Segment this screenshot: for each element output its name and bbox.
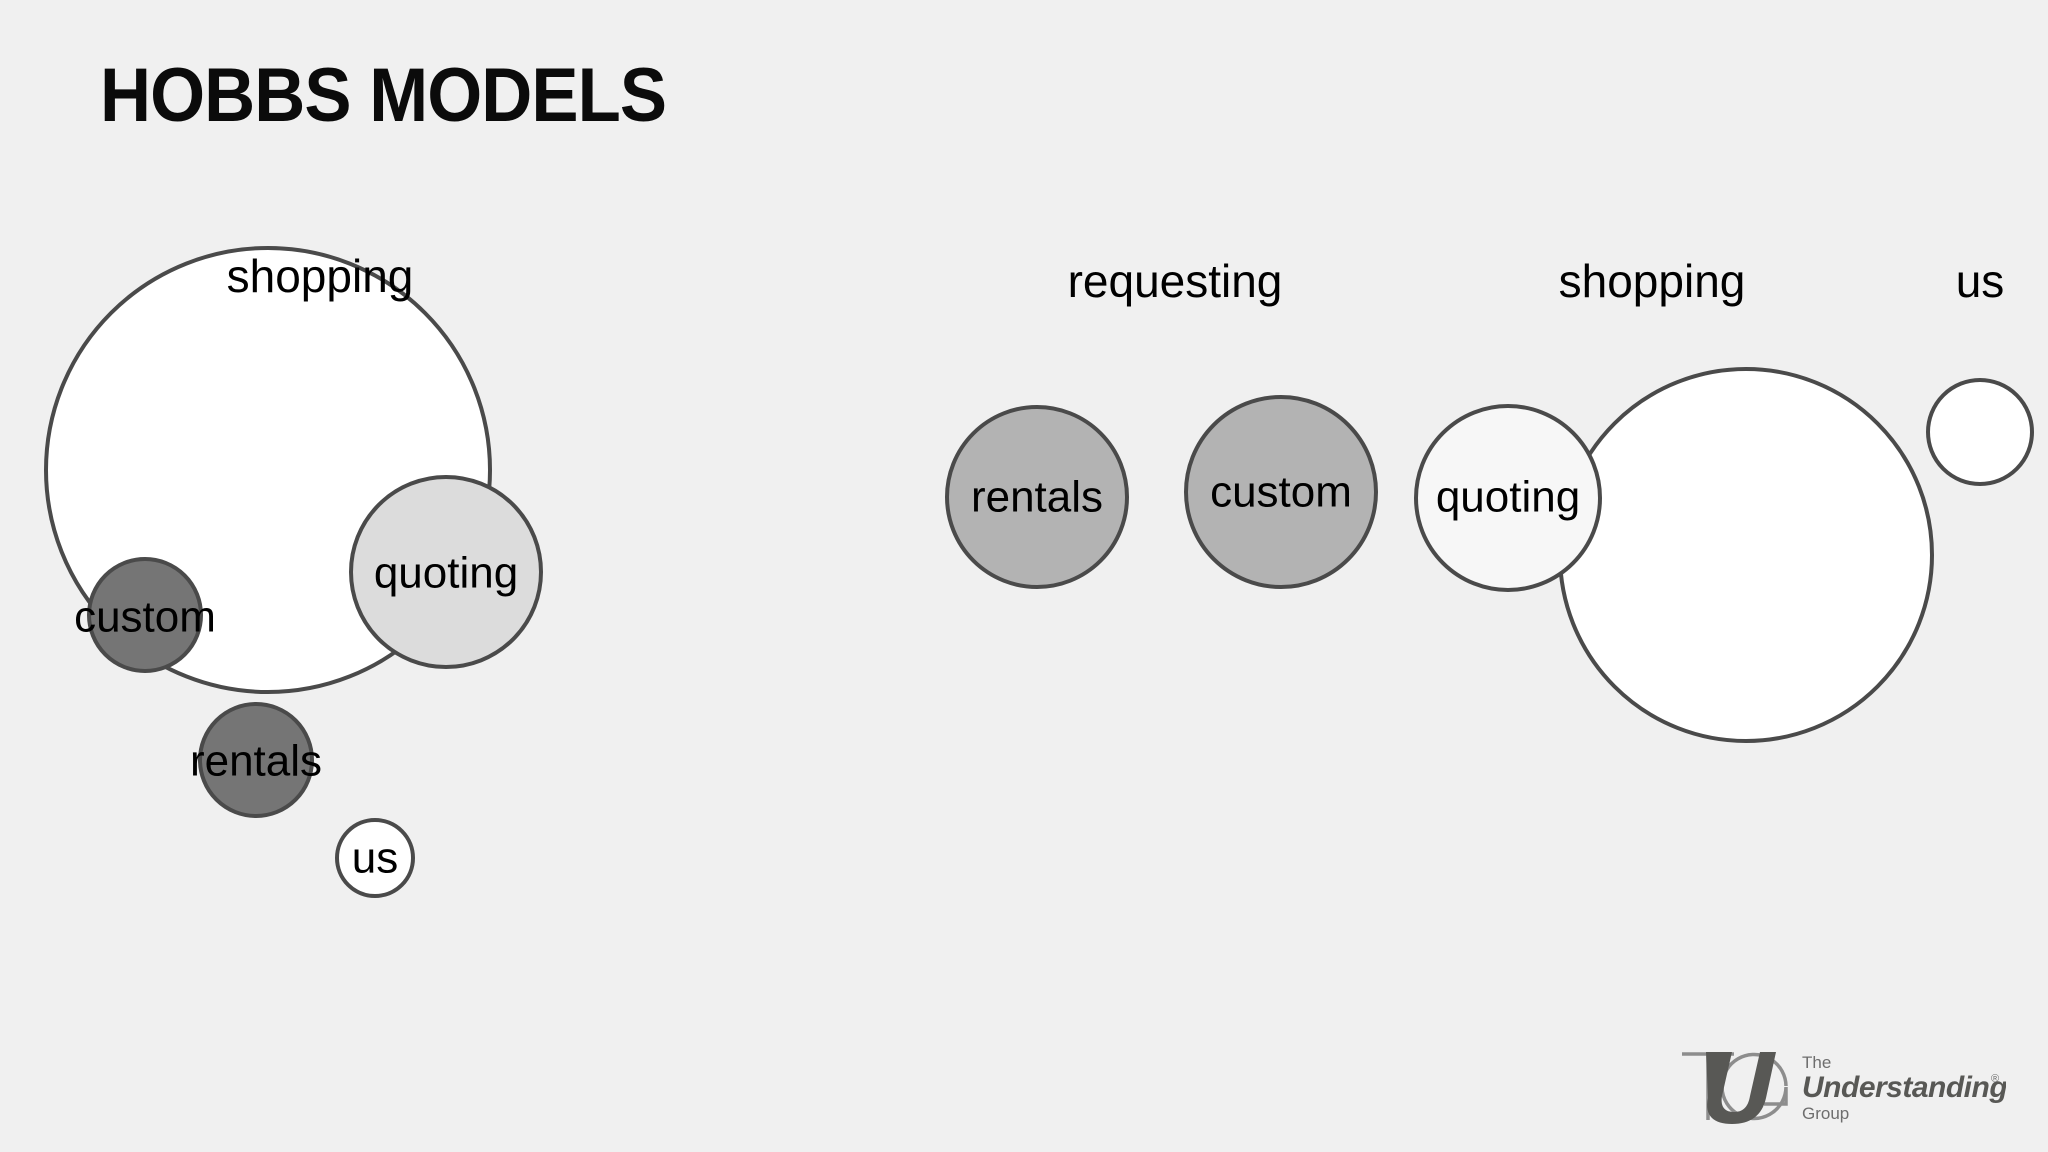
tug-logo[interactable]: The Understanding ® Group — [1676, 1046, 2006, 1128]
label-group-requesting: requesting — [1068, 255, 1283, 307]
logo-line-the: The — [1802, 1053, 1831, 1072]
logo-line-group: Group — [1802, 1104, 1849, 1123]
label-shopping-container: shopping — [227, 250, 414, 302]
circle-quoting-right[interactable] — [1414, 404, 1602, 592]
logo-registered-mark: ® — [1991, 1073, 1999, 1085]
left-nested-model: shopping custom quoting rentals us — [44, 246, 543, 898]
label-group-shopping: shopping — [1559, 255, 1746, 307]
circle-quoting-left[interactable] — [349, 475, 543, 669]
label-custom-left: custom — [74, 593, 216, 642]
right-chain-model: rentals custom quoting requesting shoppi… — [945, 255, 2034, 743]
circle-custom-left[interactable] — [87, 557, 203, 673]
circle-shopping-right[interactable] — [1558, 367, 1934, 743]
label-rentals-right: rentals — [971, 473, 1103, 522]
label-quoting-right: quoting — [1436, 473, 1580, 522]
logo-line-understanding: Understanding — [1802, 1071, 2006, 1104]
circle-us-left[interactable] — [335, 818, 415, 898]
circle-rentals-right[interactable] — [945, 405, 1129, 589]
circle-us-right[interactable] — [1926, 378, 2034, 486]
page-title: HOBBS MODELS — [100, 53, 667, 138]
label-group-us: us — [1956, 255, 2005, 307]
label-custom-right: custom — [1210, 468, 1352, 517]
circle-rentals-left[interactable] — [198, 702, 314, 818]
circle-custom-right[interactable] — [1184, 395, 1378, 589]
logo-letter-u-icon — [1706, 1052, 1776, 1124]
label-rentals-left: rentals — [190, 737, 322, 786]
label-us-left: us — [352, 834, 398, 883]
label-quoting-left: quoting — [374, 549, 518, 598]
